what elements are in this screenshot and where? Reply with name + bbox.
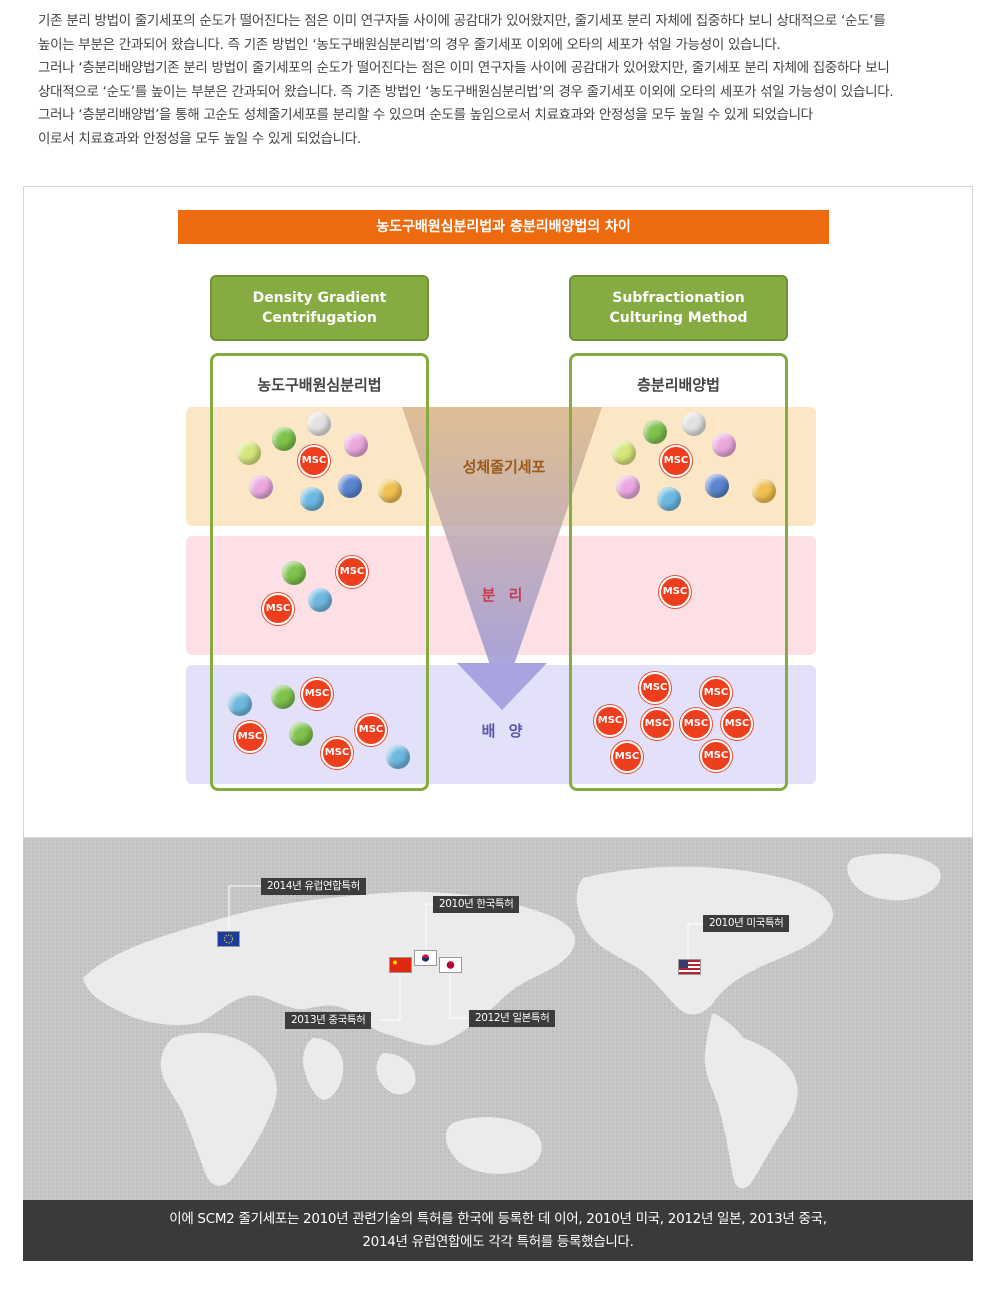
method-label-subfractionation: Subfractionation Culturing Method (569, 275, 788, 341)
world-map-icon (83, 853, 941, 1189)
footer-line: 2014년 유럽연합에도 각각 특허를 등록했습니다. (362, 1234, 634, 1250)
msc-cell: MSC (611, 741, 643, 773)
downward-funnel-arrow-icon (402, 407, 602, 710)
cell-ball (344, 433, 368, 457)
method-label-density-gradient: Density Gradient Centrifugation (210, 275, 429, 341)
cell-ball (289, 722, 313, 746)
patent-connector-lines (228, 885, 703, 1021)
footer-line: 이에 SCM2 줄기세포는 2010년 관련기술의 특허를 한국에 등록한 데 … (169, 1211, 827, 1227)
cell-ball (386, 745, 410, 769)
diagram-title: 농도구배원심분리법과 층분리배양법의 차이 (178, 210, 829, 244)
cell-ball (705, 474, 729, 498)
msc-cell: MSC (639, 672, 671, 704)
msc-cell: MSC (700, 740, 732, 772)
cell-ball (338, 474, 362, 498)
cell-ball (378, 479, 402, 503)
cell-ball (752, 479, 776, 503)
stage-label-culture: 배 양 (481, 722, 527, 740)
cell-ball (271, 685, 295, 709)
intro-line: 높이는 부분은 간과되어 왔습니다. 즉 기존 방법인 ‘농도구배원심분리법’의… (38, 36, 781, 53)
cell-ball (249, 475, 273, 499)
intro-line: 기존 분리 방법이 줄기세포의 순도가 떨어진다는 점은 이미 연구자들 사이에… (38, 13, 886, 29)
cell-ball (282, 561, 306, 585)
cell-ball (272, 427, 296, 451)
cell-ball (682, 412, 706, 436)
msc-cell: MSC (336, 556, 368, 588)
intro-line: 상대적으로 ‘순도’를 높이는 부분은 간과되어 왔습니다. 즉 기존 방법인 … (38, 83, 894, 100)
world-patent-map: 2014년 유럽연합특허 2010년 한국특허 2010년 미국특허 2013년… (23, 838, 973, 1200)
patent-label-china: 2013년 중국특허 (285, 1012, 372, 1029)
cell-ball (237, 441, 261, 465)
left-method-column (210, 353, 429, 791)
intro-line: 그러나 ‘층분리배양법기존 분리 방법이 줄기세포의 순도가 떨어진다는 점은 … (38, 60, 890, 76)
left-method-name: 농도구배원심분리법 (257, 376, 382, 394)
right-method-column (569, 353, 788, 791)
intro-text: 기존 분리 방법이 줄기세포의 순도가 떨어진다는 점은 이미 연구자들 사이에… (38, 10, 968, 151)
cell-ball (643, 420, 667, 444)
patent-label-japan: 2012년 일본특허 (469, 1010, 556, 1027)
stage-label-separation: 분 리 (481, 586, 527, 604)
cell-ball (612, 441, 636, 465)
msc-cell: MSC (659, 576, 691, 608)
msc-cell: MSC (680, 708, 712, 740)
right-method-name: 층분리배양법 (637, 376, 720, 394)
china-flag-icon (389, 957, 412, 973)
patent-label-korea: 2010년 한국특허 (433, 896, 520, 913)
usa-flag-icon (678, 959, 701, 975)
eu-flag-icon (217, 931, 240, 947)
msc-cell: MSC (641, 708, 673, 740)
cell-ball (228, 692, 252, 716)
msc-cell: MSC (700, 677, 732, 709)
msc-cell: MSC (721, 708, 753, 740)
korea-flag-icon (414, 950, 437, 966)
cell-ball (657, 487, 681, 511)
cell-ball (308, 588, 332, 612)
intro-line: 이로서 치료효과와 안정성을 모두 높일 수 있게 되었습니다. (38, 130, 361, 147)
patent-label-eu: 2014년 유럽연합특허 (261, 878, 366, 895)
comparison-diagram: 농도구배원심분리법과 층분리배양법의 차이 Density Gradient C… (23, 186, 973, 838)
cell-ball (300, 487, 324, 511)
msc-cell: MSC (660, 445, 692, 477)
intro-line: 그러나 ‘층분리배양법’을 통해 고순도 성체줄기세포를 분리할 수 있으며 순… (38, 107, 813, 123)
msc-cell: MSC (594, 705, 626, 737)
msc-cell: MSC (321, 737, 353, 769)
msc-cell: MSC (234, 721, 266, 753)
msc-cell: MSC (298, 445, 330, 477)
msc-cell: MSC (355, 714, 387, 746)
msc-cell: MSC (262, 593, 294, 625)
msc-cell: MSC (301, 678, 333, 710)
patent-summary-footer: 이에 SCM2 줄기세포는 2010년 관련기술의 특허를 한국에 등록한 데 … (23, 1200, 973, 1261)
cell-ball (307, 412, 331, 436)
stage-label-stem-cells: 성체줄기세포 (462, 458, 546, 476)
patent-label-usa: 2010년 미국특허 (703, 915, 790, 932)
cell-ball (712, 433, 736, 457)
japan-flag-icon (439, 957, 462, 973)
cell-ball (616, 475, 640, 499)
